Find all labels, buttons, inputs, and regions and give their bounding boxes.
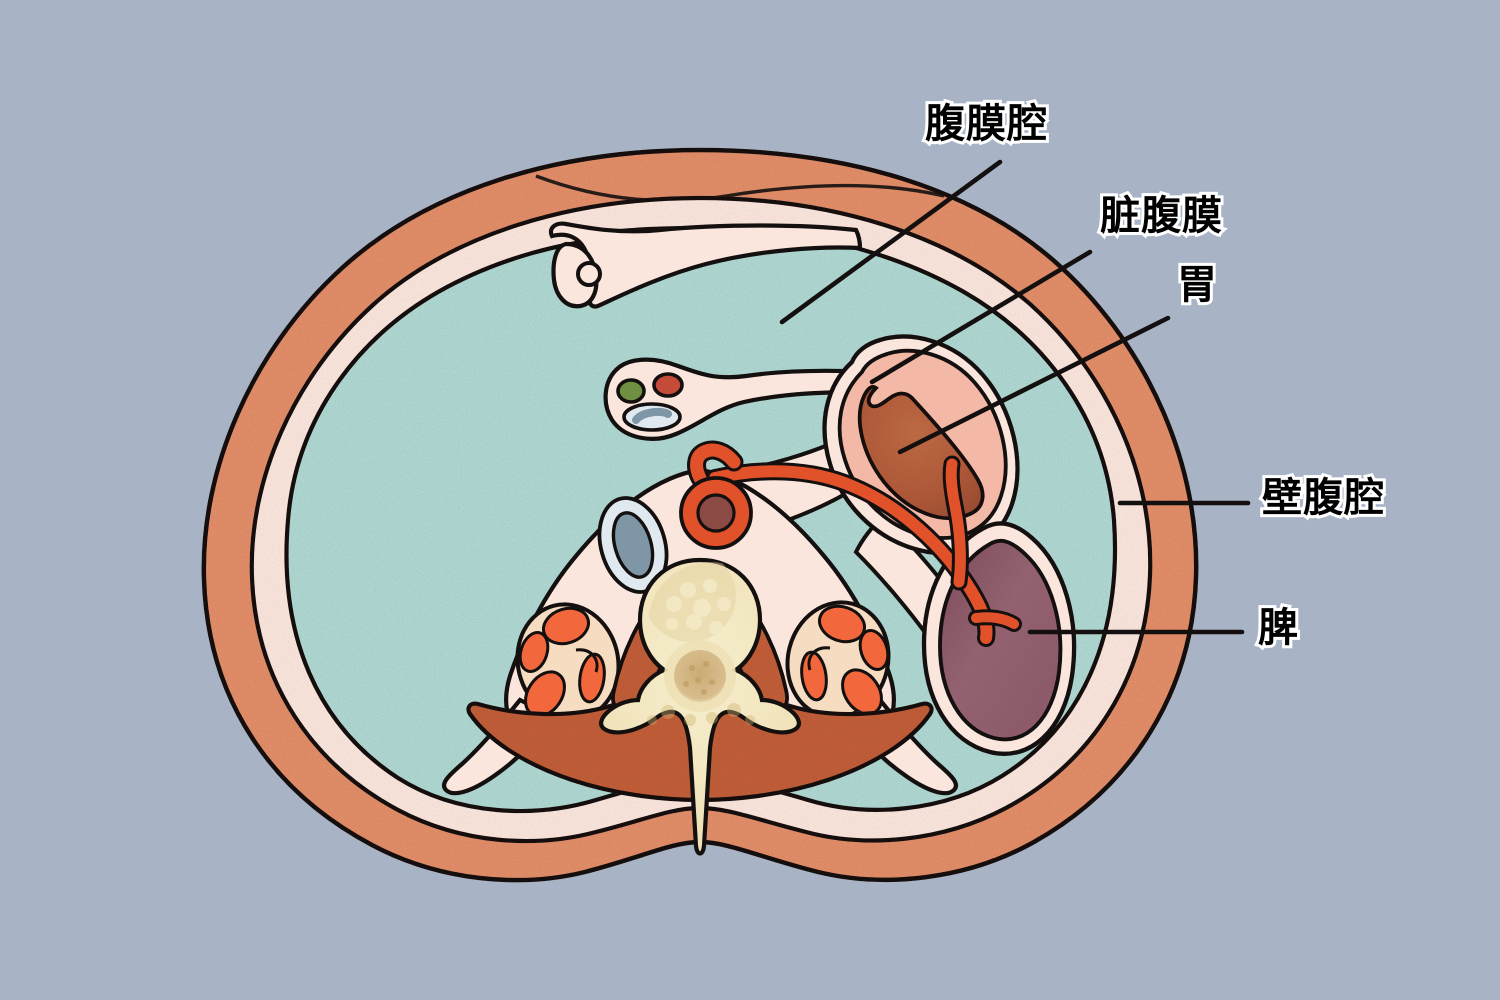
splenic-artery-lumen xyxy=(709,465,993,644)
splenic-hilar-branch-lumen xyxy=(971,612,1019,629)
inferior-vena-cava xyxy=(611,511,655,579)
label-stomach: 胃 xyxy=(1174,262,1220,308)
label-peritoneal-cavity: 腹膜腔 xyxy=(922,101,1050,147)
aorta-arch-stem-lumen xyxy=(690,443,741,485)
abdominal-aorta-lumen xyxy=(696,493,736,533)
label-spleen-text: 脾 xyxy=(1255,605,1301,651)
label-peritoneal-cavity-text: 腹膜腔 xyxy=(922,101,1050,147)
vertebra-lower-trabeculae xyxy=(647,703,755,726)
left-gastric-artery-lumen xyxy=(945,458,966,588)
label-spleen: 脾 xyxy=(1255,605,1301,651)
leader-visceral-peritoneum xyxy=(869,249,1093,385)
body-wall-top-crease xyxy=(535,174,945,203)
portal-vein-lumen xyxy=(632,408,672,424)
spinal-cord-speckle xyxy=(683,661,715,695)
round-ligament xyxy=(576,261,602,287)
leader-peritoneal-cavity xyxy=(779,159,1003,325)
label-parietal-cavity-text: 壁腹腔 xyxy=(1259,475,1387,521)
great-vessels-group xyxy=(597,440,1022,647)
leader-stomach xyxy=(897,315,1171,455)
label-visceral-peritoneum-text: 脏腹膜 xyxy=(1097,193,1225,239)
vertebra-group xyxy=(599,557,801,856)
portal-vein xyxy=(622,402,682,432)
bile-duct xyxy=(616,378,646,404)
label-parietal-cavity: 壁腹腔 xyxy=(1259,475,1387,521)
kidney-right-pyramids xyxy=(800,604,890,716)
leader-lines xyxy=(779,159,1251,635)
spinal-cord xyxy=(674,650,726,702)
label-stomach-text: 胃 xyxy=(1174,262,1220,308)
label-visceral-peritoneum: 脏腹膜 xyxy=(1097,193,1225,239)
hepatic-artery xyxy=(652,372,684,398)
kidney-right-group xyxy=(785,600,891,720)
